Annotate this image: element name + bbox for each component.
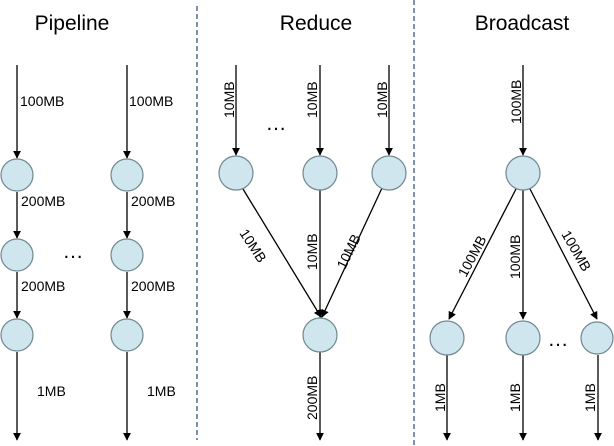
broadcast-node-1 xyxy=(429,320,465,356)
reduce-title: Reduce xyxy=(280,12,352,35)
broadcast-edge-left xyxy=(448,188,517,320)
pipeline-b-stage1-label: 200MB xyxy=(131,193,175,209)
broadcast-title: Broadcast xyxy=(475,12,570,35)
broadcast-node-3 xyxy=(580,321,614,355)
reduce-section: 10MB 10MB 10MB … 10MB 10MB 10MB 200MB xyxy=(218,65,407,441)
reduce-input-label-2: 10MB xyxy=(304,81,320,118)
pipeline-b-node-2 xyxy=(110,238,144,272)
broadcast-section: 100MB 100MB 100MB 100MB … 1MB 1MB 1MB xyxy=(429,65,614,441)
pipeline-a-node-3 xyxy=(0,318,34,352)
reduce-merge-edge-left xyxy=(242,188,322,318)
reduce-ellipsis: … xyxy=(266,112,287,135)
pipeline-b-input-label: 100MB xyxy=(129,93,173,109)
pipeline-section: 100MB 200MB 200MB 1MB … 100MB 200MB 200M… xyxy=(0,65,176,441)
broadcast-edge-center-label: 100MB xyxy=(507,235,523,279)
broadcast-source-node xyxy=(505,155,541,191)
reduce-input-label-1: 10MB xyxy=(221,81,237,118)
reduce-sink-node xyxy=(302,317,338,353)
pipeline-a-node-2 xyxy=(0,238,34,272)
pipeline-a-node-1 xyxy=(0,158,34,192)
pipeline-title: Pipeline xyxy=(35,12,110,35)
broadcast-output-label-1: 1MB xyxy=(432,383,448,412)
pipeline-b-node-3 xyxy=(110,318,144,352)
broadcast-node-2 xyxy=(505,320,541,356)
reduce-input-label-3: 10MB xyxy=(374,81,390,118)
broadcast-edge-left-label: 100MB xyxy=(455,233,490,280)
pipeline-a-output-label: 1MB xyxy=(37,383,66,399)
broadcast-ellipsis: … xyxy=(548,328,569,351)
pipeline-ellipsis: … xyxy=(63,240,84,263)
reduce-edge-right-label: 10MB xyxy=(333,231,363,271)
broadcast-input-label: 100MB xyxy=(508,80,524,124)
reduce-edge-center-label: 10MB xyxy=(304,233,320,270)
broadcast-edge-right-label: 100MB xyxy=(558,228,594,274)
reduce-merge-edge-right xyxy=(321,187,383,318)
pipeline-b-output-label: 1MB xyxy=(147,383,176,399)
broadcast-output-label-2: 1MB xyxy=(507,383,523,412)
pipeline-a-stage2-label: 200MB xyxy=(21,278,65,294)
reduce-node-2 xyxy=(302,155,338,191)
pipeline-a-stage1-label: 200MB xyxy=(21,193,65,209)
pipeline-a-input-label: 100MB xyxy=(20,93,64,109)
broadcast-edge-right xyxy=(529,188,598,320)
reduce-edge-left-label: 10MB xyxy=(236,226,269,265)
reduce-node-1 xyxy=(218,155,254,191)
pipeline-b-node-1 xyxy=(110,158,144,192)
broadcast-output-label-3: 1MB xyxy=(582,383,598,412)
reduce-output-label: 200MB xyxy=(304,376,320,420)
pipeline-b-stage2-label: 200MB xyxy=(131,278,175,294)
reduce-node-3 xyxy=(371,155,407,191)
